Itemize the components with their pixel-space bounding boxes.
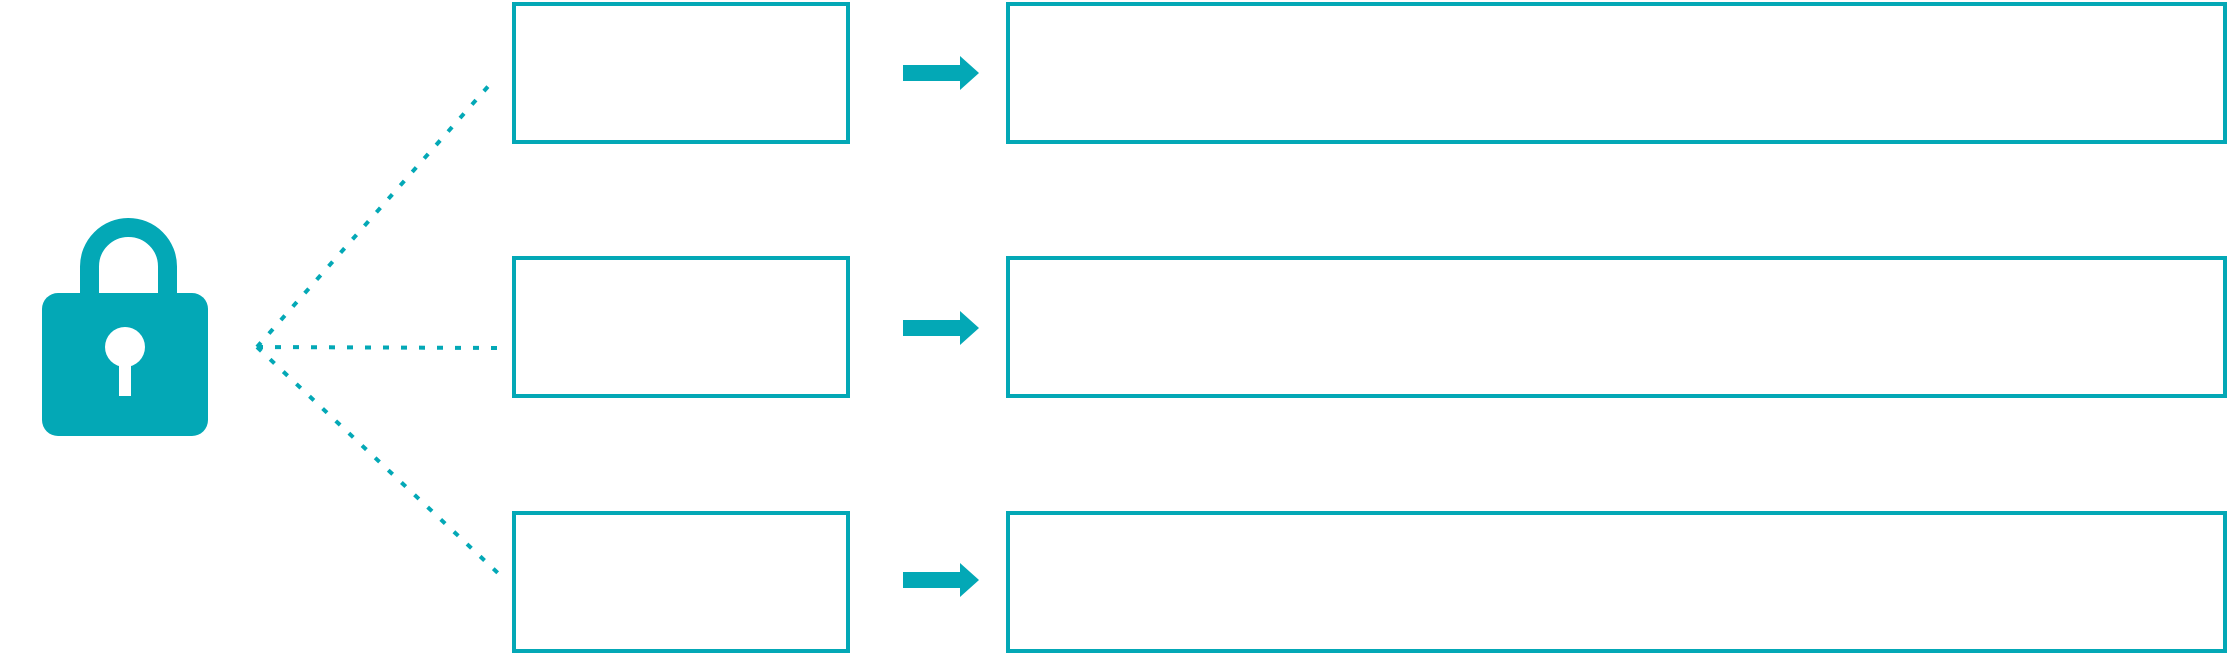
source-box-3 — [512, 511, 850, 653]
keyhole-stem — [119, 347, 131, 396]
lock-shackle — [80, 218, 177, 304]
source-box-1 — [512, 2, 850, 144]
connector-lines — [255, 80, 502, 577]
target-box-3 — [1006, 511, 2227, 653]
target-box-2 — [1006, 256, 2227, 398]
connector-line-middle — [256, 345, 501, 350]
connector-line-bottom — [255, 345, 502, 577]
source-box-2 — [512, 256, 850, 398]
arrow-right-icon — [903, 563, 979, 597]
lock-icon — [42, 218, 208, 436]
target-box-1 — [1006, 2, 2227, 144]
arrow-right-icon — [903, 56, 979, 90]
connector-line-top — [255, 80, 494, 349]
arrow-right-icon — [903, 311, 979, 345]
